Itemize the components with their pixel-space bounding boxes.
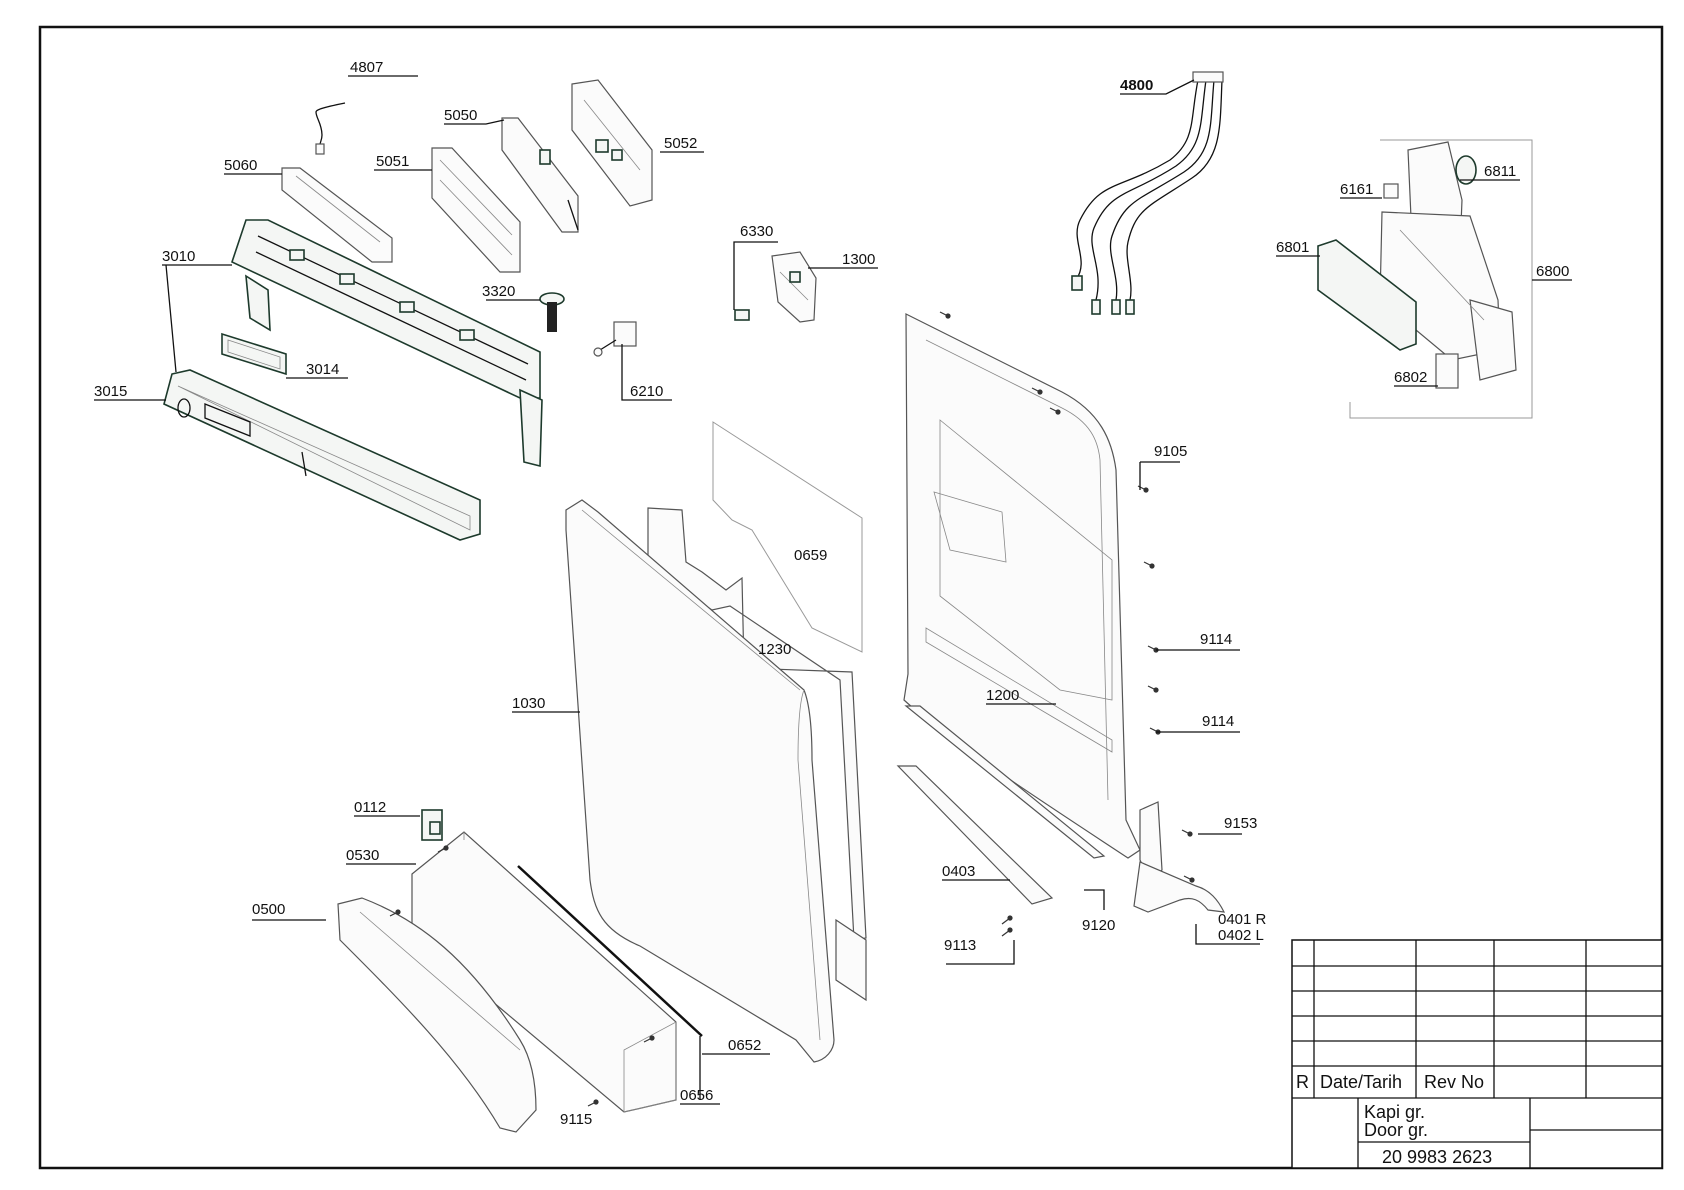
leader-lines xyxy=(94,75,1572,1105)
part-label-5050: 5050 xyxy=(444,107,477,124)
rev-mark-cell: R xyxy=(1296,1072,1309,1092)
part-label-1030: 1030 xyxy=(512,695,545,712)
trim-strip-9120 xyxy=(904,705,1106,859)
part-label-4807: 4807 xyxy=(350,59,383,76)
control-panel-fascia-3015 xyxy=(163,369,481,541)
part-label-1300: 1300 xyxy=(842,251,875,268)
microswitch-6330 xyxy=(734,309,750,321)
part-label-0112: 0112 xyxy=(354,799,386,816)
part-label-5052: 5052 xyxy=(664,135,697,152)
title-line-1: Kapi gr. xyxy=(1364,1102,1425,1122)
part-label-9115: 9115 xyxy=(560,1111,592,1128)
part-label-6801: 6801 xyxy=(1276,239,1309,256)
part-label-1230: 1230 xyxy=(758,641,791,658)
seal-6801 xyxy=(1317,239,1417,351)
part-label-9153: 9153 xyxy=(1224,815,1257,832)
part-label-3320: 3320 xyxy=(482,283,515,300)
kickplate-0500 xyxy=(337,897,537,1133)
date-header-cell: Date/Tarih xyxy=(1320,1072,1402,1092)
door-lock-1300 xyxy=(771,251,817,323)
part-label-6210: 6210 xyxy=(630,383,663,400)
cable-4807 xyxy=(315,102,346,155)
inner-door-1200 xyxy=(903,313,1141,859)
insulation-0659 xyxy=(712,421,863,653)
part-label-6800: 6800 xyxy=(1536,263,1569,280)
part-label-6802: 6802 xyxy=(1394,369,1427,386)
part-label-4800: 4800 xyxy=(1120,77,1153,94)
part-labels: 4807 5050 5052 5060 5051 3010 3320 3014 … xyxy=(94,59,1569,1128)
part-label-0530: 0530 xyxy=(346,847,379,864)
part-label-5051: 5051 xyxy=(376,153,409,170)
part-label-0652: 0652 xyxy=(728,1037,761,1054)
gasket-6811 xyxy=(1455,155,1477,185)
hinge-0401-0402 xyxy=(1133,801,1226,913)
bracket-0112 xyxy=(421,809,443,841)
button-3014 xyxy=(221,332,287,376)
part-label-0401: 0401 R xyxy=(1218,911,1267,928)
part-label-6330: 6330 xyxy=(740,223,773,240)
part-label-5060: 5060 xyxy=(224,157,257,174)
control-panel-frame-3010 xyxy=(231,219,543,468)
board-holder-5052 xyxy=(571,79,653,207)
part-label-0656: 0656 xyxy=(680,1087,713,1104)
part-label-3014: 3014 xyxy=(306,361,339,378)
part-label-1200: 1200 xyxy=(986,687,1019,704)
part-label-9120: 9120 xyxy=(1082,917,1115,934)
part-label-0659: 0659 xyxy=(794,547,827,564)
part-label-6161: 6161 xyxy=(1340,181,1373,198)
display-board-5060 xyxy=(281,167,393,263)
part-label-6811: 6811 xyxy=(1484,163,1516,180)
sheet-border xyxy=(38,25,1664,1170)
rev-no-header-cell: Rev No xyxy=(1424,1072,1484,1092)
clip-6161 xyxy=(1383,183,1399,199)
part-label-3010: 3010 xyxy=(162,248,195,265)
part-label-3015: 3015 xyxy=(94,383,127,400)
title-line-2: Door gr. xyxy=(1364,1120,1428,1140)
outer-door-panel-1030 xyxy=(565,499,835,1063)
part-label-0500: 0500 xyxy=(252,901,285,918)
dispenser-6800 xyxy=(1349,139,1533,419)
part-label-9114-upper: 9114 xyxy=(1200,631,1232,648)
screws xyxy=(389,311,1195,1107)
knob-3320 xyxy=(539,292,565,332)
seal-0652 xyxy=(517,865,703,1037)
drawing-number: 20 9983 2623 xyxy=(1382,1147,1492,1167)
valve-6802 xyxy=(1435,353,1459,389)
part-label-9113: 9113 xyxy=(944,937,976,954)
main-board-5050 xyxy=(501,117,579,233)
switch-6210 xyxy=(593,321,637,357)
part-label-0403: 0403 xyxy=(942,863,975,880)
part-label-9105: 9105 xyxy=(1154,443,1187,460)
title-block: R Date/Tarih Rev No Kapi gr. Door gr. 20… xyxy=(1291,939,1663,1169)
trim-strip-0403 xyxy=(896,765,1054,905)
part-label-9114-lower: 9114 xyxy=(1202,713,1234,730)
harness-4800 xyxy=(1071,71,1224,315)
control-board-5051 xyxy=(431,147,521,273)
part-label-0402: 0402 L xyxy=(1218,927,1264,944)
